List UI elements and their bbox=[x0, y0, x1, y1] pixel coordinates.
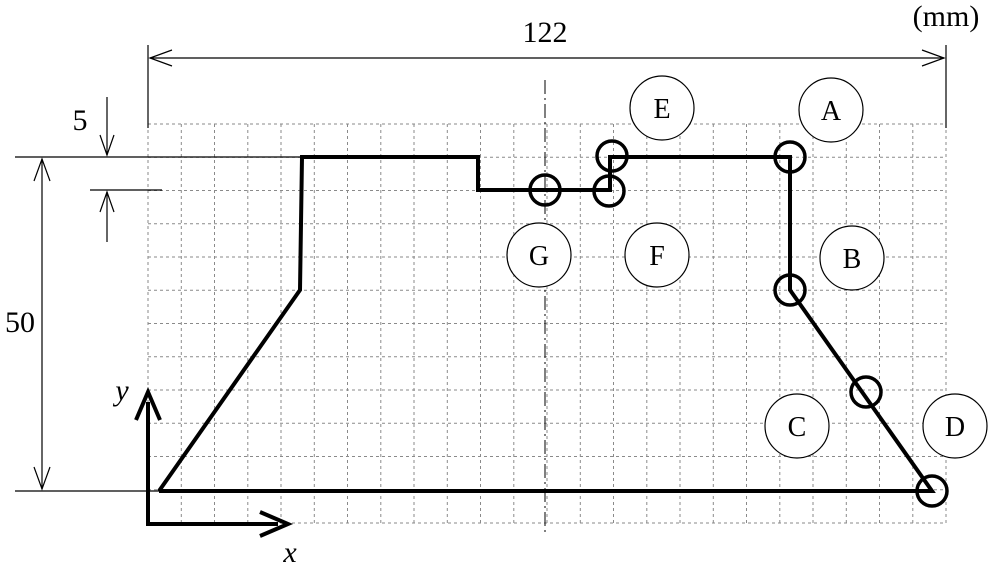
label-c: C bbox=[764, 393, 830, 459]
height-dimension: 50 bbox=[5, 156, 300, 492]
label-e: E bbox=[629, 75, 695, 141]
label-d: D bbox=[922, 393, 988, 459]
label-b: B bbox=[819, 225, 885, 291]
point-f-marker bbox=[592, 174, 626, 208]
workpiece-profile bbox=[157, 155, 936, 493]
height-dimension-text: 50 bbox=[5, 306, 35, 339]
point-a-marker bbox=[773, 140, 807, 174]
point-e-marker bbox=[595, 139, 629, 173]
label-f-text: F bbox=[649, 241, 665, 272]
point-b-marker bbox=[773, 273, 807, 307]
label-f: F bbox=[624, 222, 690, 288]
y-axis-label: y bbox=[112, 374, 129, 407]
label-a: A bbox=[798, 77, 864, 143]
step-dimension: 5 bbox=[73, 97, 162, 242]
label-g-text: G bbox=[529, 241, 549, 272]
step-dimension-text: 5 bbox=[73, 104, 88, 137]
point-d-marker bbox=[915, 474, 949, 508]
point-labels: A B C D E F G bbox=[506, 75, 988, 459]
label-g: G bbox=[506, 222, 572, 288]
label-c-text: C bbox=[788, 412, 807, 443]
width-dimension-text: 122 bbox=[523, 16, 568, 49]
coordinate-axes: y x bbox=[112, 374, 297, 569]
label-a-text: A bbox=[821, 96, 842, 127]
label-b-text: B bbox=[843, 244, 862, 275]
label-d-text: D bbox=[945, 412, 965, 443]
label-e-text: E bbox=[653, 94, 670, 125]
units-label: (mm) bbox=[913, 0, 980, 33]
feature-circles bbox=[528, 139, 949, 508]
point-c-marker bbox=[849, 375, 883, 409]
grid bbox=[147, 123, 947, 524]
width-dimension: 122 bbox=[147, 16, 947, 128]
point-g-marker bbox=[528, 173, 562, 207]
x-axis-label: x bbox=[282, 536, 297, 569]
